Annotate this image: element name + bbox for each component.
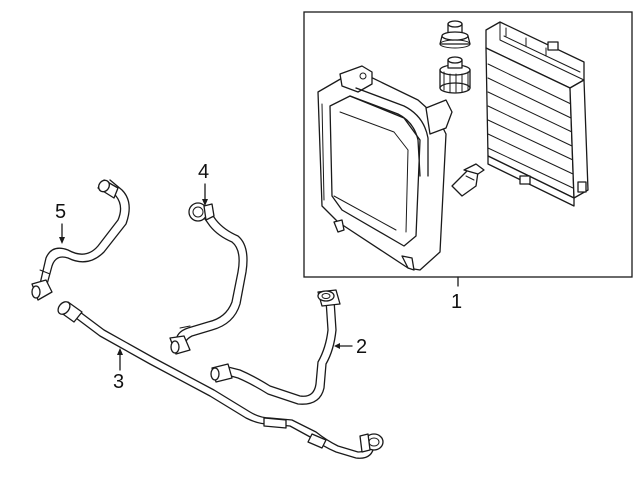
- callout-2: 2: [356, 336, 368, 358]
- assembly-box: [303, 11, 633, 278]
- leader-lines: [59, 183, 459, 371]
- fitting-icon: [439, 56, 471, 94]
- hose-2: [210, 289, 341, 405]
- bracket-icon: [451, 163, 485, 197]
- callout-3: 3: [113, 371, 125, 393]
- hose-4: [169, 202, 248, 355]
- callout-5: 5: [55, 201, 67, 223]
- shroud-icon: [317, 65, 453, 271]
- callout-1: 1: [451, 291, 463, 313]
- callout-4: 4: [198, 161, 210, 183]
- pipe-3: [57, 301, 384, 459]
- hose-5: [31, 179, 130, 301]
- cap-icon: [439, 20, 471, 49]
- radiator-icon: [485, 21, 589, 207]
